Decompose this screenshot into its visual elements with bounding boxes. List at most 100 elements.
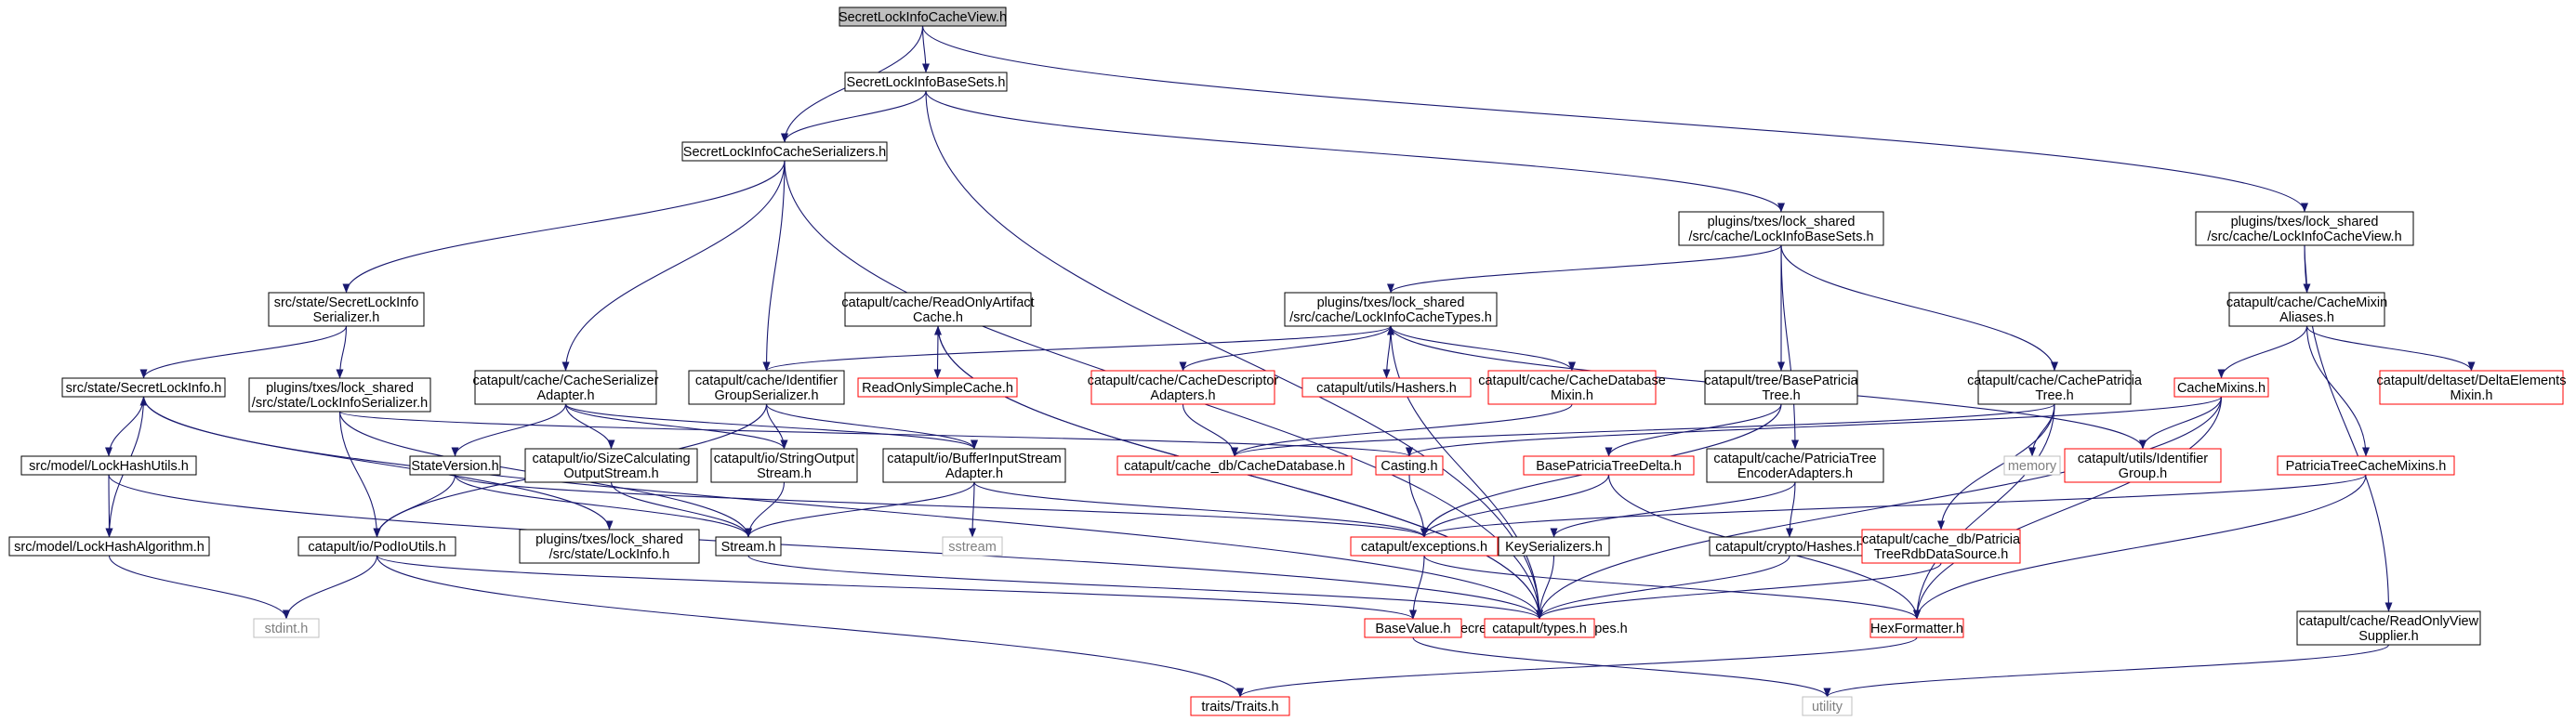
edge-stream-to-types: [747, 555, 1543, 620]
node-lockhashalgo[interactable]: src/model/LockHashAlgorithm.h: [8, 536, 210, 557]
edge-cacheseradapter-to-bufferinput: [564, 403, 978, 450]
node-box-basevalue: [1364, 618, 1462, 638]
node-label-deltaelements-line-1: Mixin.h: [2451, 388, 2493, 403]
node-cachedatabase[interactable]: catapult/cache_db/CacheDatabase.h: [1116, 455, 1353, 476]
node-podioutils[interactable]: catapult/io/PodIoUtils.h: [297, 536, 456, 557]
node-label-casting-line-0: Casting.h: [1380, 459, 1437, 474]
node-box-pl_cachetypes: [1284, 292, 1498, 327]
edge-cacheseradapter-to-sizecalc: [564, 403, 615, 450]
node-box-pl_lockinfoser: [248, 377, 431, 413]
edge-types-to-pl_cachetypes: [1387, 325, 1540, 620]
edge-serializers-to-secretlockinfoser: [342, 160, 786, 294]
node-box-stream: [715, 536, 782, 557]
edge-cachemixins-to-idgroup: [2139, 396, 2223, 450]
edge-cachepatriciatree-to-hexformatter: [1913, 403, 2055, 620]
node-label-idgroupser-line-1: GroupSerializer.h: [714, 388, 818, 403]
node-idgroupser[interactable]: catapult/cache/IdentifierGroupSerializer…: [688, 370, 845, 405]
node-box-lockhashutils: [20, 455, 197, 476]
node-pl_lockinfoser[interactable]: plugins/txes/lock_shared/src/state/LockI…: [248, 377, 431, 413]
node-label-secretlockinfoser-line-0: src/state/SecretLockInfo: [274, 295, 419, 310]
node-lockhashutils[interactable]: src/model/LockHashUtils.h: [20, 455, 197, 476]
node-label-rdbdatasource-line-1: TreeRdbDataSource.h: [1874, 547, 2009, 562]
node-box-rdbdatasource: [1861, 529, 2021, 564]
node-label-basepatriciatree-line-0: catapult/tree/BasePatricia: [1704, 374, 1858, 388]
edge-podioutils-to-basevalue: [376, 555, 1417, 620]
node-label-patriciaencoder-line-0: catapult/cache/PatriciaTree: [1713, 452, 1876, 466]
edge-pl_cachetypes-to-hashers: [1382, 325, 1392, 379]
node-root[interactable]: SecretLockInfoCacheView.h: [839, 7, 1007, 27]
node-rdbdatasource[interactable]: catapult/cache_db/PatriciaTreeRdbDataSou…: [1861, 529, 2021, 564]
node-pl_lockinfo[interactable]: plugins/txes/lock_shared/src/state/LockI…: [519, 529, 700, 564]
node-basevalue[interactable]: BaseValue.h: [1364, 618, 1462, 638]
node-hashers[interactable]: catapult/utils/Hashers.h: [1301, 377, 1472, 398]
node-label-deltaelements-line-0: catapult/deltaset/DeltaElements: [2377, 374, 2567, 388]
node-casting[interactable]: Casting.h: [1375, 455, 1444, 476]
node-hexformatter[interactable]: HexFormatter.h: [1869, 618, 1964, 638]
node-box-sizecalc: [524, 448, 698, 483]
node-hashes[interactable]: catapult/crypto/Hashes.h: [1709, 536, 1870, 557]
node-label-readonlyview-line-1: Supplier.h: [2358, 629, 2419, 644]
node-label-types-line-0: catapult/types.h: [1492, 622, 1587, 636]
node-basepatriciatree[interactable]: catapult/tree/BasePatriciaTree.h: [1704, 370, 1859, 405]
node-label-cachedatabase-line-0: catapult/cache_db/CacheDatabase.h: [1124, 459, 1345, 474]
edge-readonlyview-to-utility: [1823, 644, 2390, 698]
edge-basepatriciadelta-to-exceptions: [1420, 474, 1610, 538]
node-exceptions[interactable]: catapult/exceptions.h: [1350, 536, 1499, 557]
edge-patriciatreecachemixins-to-hexformatter: [1913, 474, 2367, 620]
node-pl_cacheview[interactable]: plugins/txes/lock_shared/src/cache/LockI…: [2195, 211, 2414, 246]
node-basepatriciadelta[interactable]: BasePatriciaTreeDelta.h: [1523, 455, 1695, 476]
edge-cachepatriciatree-to-cachedatabase: [1231, 403, 2055, 457]
edge-pl_cachetypes-to-cachedescriptor: [1179, 325, 1392, 372]
node-label-secretlockinfoser-line-1: Serializer.h: [313, 310, 380, 325]
node-serializers[interactable]: SecretLockInfoCacheSerializers.h: [681, 141, 888, 162]
node-stateversion[interactable]: StateVersion.h: [409, 455, 501, 476]
node-secretlockinfo[interactable]: src/state/SecretLockInfo.h: [61, 377, 226, 398]
node-patriciaencoder[interactable]: catapult/cache/PatriciaTreeEncoderAdapte…: [1706, 448, 1884, 483]
edge-podioutils-to-traits: [376, 555, 1244, 698]
node-types[interactable]: catapult/types.h: [1484, 618, 1595, 638]
edge-pl_lockinfoser-to-casting: [338, 411, 1413, 457]
edge-secretlockinfoser-to-secretlockinfo: [139, 325, 348, 379]
node-box-readonlyartifact: [844, 292, 1032, 327]
edge-serializers-to-cacheseradapter: [561, 160, 786, 372]
edge-cachemixins-to-types: [1536, 396, 2223, 620]
node-stream[interactable]: Stream.h: [715, 536, 782, 557]
node-box-stringoutput: [710, 448, 858, 483]
node-box-readonlysimple: [857, 377, 1018, 398]
edge-bufferinput-to-stream: [745, 481, 975, 538]
node-label-cachedescriptor-line-0: catapult/cache/CacheDescriptor: [1088, 374, 1279, 388]
node-pl_basesets[interactable]: plugins/txes/lock_shared/src/cache/LockI…: [1678, 211, 1884, 246]
node-box-memory: [2003, 455, 2061, 476]
node-label-rdbdatasource-line-0: catapult/cache_db/Patricia: [1862, 532, 2021, 547]
edge-root-to-pl_cacheview: [921, 25, 2308, 213]
node-label-bufferinput-line-0: catapult/io/BufferInputStream: [887, 452, 1062, 466]
node-pl_cachetypes[interactable]: plugins/txes/lock_shared/src/cache/LockI…: [1284, 292, 1498, 327]
node-label-cachedbmixin-line-0: catapult/cache/CacheDatabase: [1478, 374, 1666, 388]
node-label-basevalue-line-0: BaseValue.h: [1375, 622, 1450, 636]
node-label-pl_cacheview-line-0: plugins/txes/lock_shared: [2231, 215, 2379, 229]
node-keyserializers[interactable]: KeySerializers.h: [1498, 536, 1610, 557]
node-patriciatreecachemixins[interactable]: PatriciaTreeCacheMixins.h: [2277, 455, 2455, 476]
node-sizecalc[interactable]: catapult/io/SizeCalculatingOutputStream.…: [524, 448, 698, 483]
node-label-stringoutput-line-1: Stream.h: [757, 466, 812, 481]
node-label-pl_cacheview-line-1: /src/cache/LockInfoCacheView.h: [2207, 229, 2401, 244]
node-cachemixins[interactable]: CacheMixins.h: [2173, 377, 2269, 398]
node-readonlysimple[interactable]: ReadOnlySimpleCache.h: [857, 377, 1018, 398]
edge-pl_basesets-to-patriciaencoder: [1780, 244, 1799, 450]
node-basesets[interactable]: SecretLockInfoBaseSets.h: [844, 72, 1008, 92]
node-traits[interactable]: traits/Traits.h: [1190, 696, 1290, 716]
node-box-stateversion: [409, 455, 501, 476]
edge-cachedbmixin-to-cachedatabase: [1231, 403, 1573, 457]
